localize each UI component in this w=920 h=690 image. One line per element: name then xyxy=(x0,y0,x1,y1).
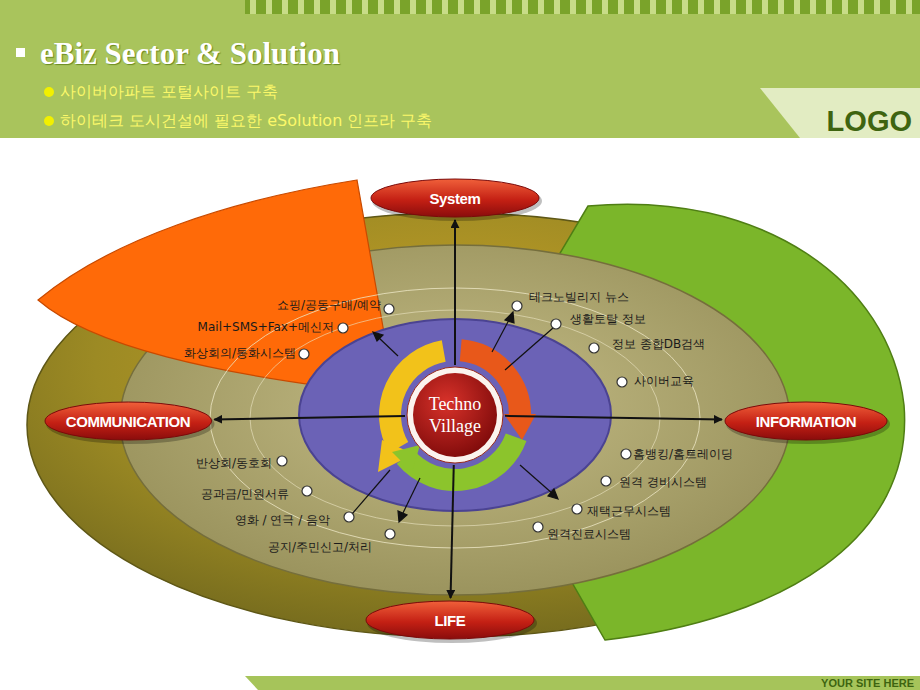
item-dot xyxy=(299,349,309,359)
node-label: INFORMATION xyxy=(756,413,856,430)
item-dot xyxy=(551,319,561,329)
title-bullet xyxy=(16,48,25,57)
axis-arrow xyxy=(451,465,454,598)
service-item: 홈뱅킹/홈트레이딩 xyxy=(633,446,733,463)
service-item: 반상회/동호회 xyxy=(196,455,272,472)
service-item: 생활토탈 정보 xyxy=(570,311,646,328)
header-stripe xyxy=(245,0,920,14)
footer-text: YOUR SITE HERE xyxy=(821,677,914,689)
service-item: 원격진료시스템 xyxy=(547,526,631,543)
leader-arrowhead xyxy=(398,511,407,522)
category-pill: COMMUNICATION xyxy=(44,401,213,441)
leader-arrowhead xyxy=(505,312,514,323)
leader-line xyxy=(378,337,398,356)
service-item: 쇼핑/공동구매/예약 xyxy=(277,297,381,314)
header-band xyxy=(0,0,920,138)
leader-line xyxy=(520,465,553,494)
axis-arrow xyxy=(454,220,456,365)
service-item: 원격 경비시스템 xyxy=(619,474,707,491)
node-label: LIFE xyxy=(435,612,466,629)
service-item: 정보 종합DB검색 xyxy=(612,336,705,353)
swirl-arrowhead xyxy=(392,445,420,472)
item-dot xyxy=(277,456,287,466)
leader-line xyxy=(402,478,420,515)
item-dot xyxy=(533,522,543,532)
center-ring xyxy=(407,367,503,463)
bullet-text: 하이테크 도시건설에 필요한 eSolution 인프라 구축 xyxy=(60,111,432,132)
item-dot xyxy=(385,529,395,539)
service-item: 공지/주민신고/처리 xyxy=(268,539,372,556)
item-dot xyxy=(344,512,354,522)
pill-shape xyxy=(366,601,534,639)
logo-panel xyxy=(760,88,920,138)
leader-arrowhead xyxy=(548,489,558,499)
service-item: Mail+SMS+Fax+메신저 xyxy=(198,319,334,336)
category-pill: LIFE xyxy=(365,600,535,640)
category-pill: System xyxy=(370,178,540,218)
axis-arrow xyxy=(214,416,405,420)
service-item: 재택근무시스템 xyxy=(587,503,671,520)
pill-shape xyxy=(371,179,539,217)
service-item: 영화 / 연극 / 음악 xyxy=(235,512,330,529)
item-dot xyxy=(601,476,611,486)
node-shape xyxy=(406,366,504,464)
node-label: Techno Village xyxy=(417,393,493,438)
logo-text: LOGO xyxy=(827,105,912,138)
item-dot xyxy=(384,304,394,314)
item-dot xyxy=(572,504,582,514)
axis-arrow xyxy=(505,416,722,420)
item-dot xyxy=(617,377,627,387)
pill-shape xyxy=(725,402,887,440)
item-dot xyxy=(621,449,631,459)
center-circle: Techno Village xyxy=(406,366,504,464)
service-item: 공과금/민원서류 xyxy=(201,486,289,503)
service-item: 테크노빌리지 뉴스 xyxy=(529,289,629,306)
item-dot xyxy=(338,323,348,333)
service-item: 화상회의/통화시스템 xyxy=(184,345,296,362)
leader-arrowhead xyxy=(373,332,383,341)
item-dot xyxy=(302,486,312,496)
bullet-dot xyxy=(44,87,54,97)
bullet-text: 사이버아파트 포털사이트 구축 xyxy=(60,82,278,103)
slide-title: eBiz Sector & Solution xyxy=(40,36,340,72)
item-dot xyxy=(512,301,522,311)
node-label: System xyxy=(430,190,481,207)
category-pill: INFORMATION xyxy=(724,401,888,441)
leader-line xyxy=(352,470,390,514)
leader-line xyxy=(492,318,510,352)
center-disk xyxy=(413,373,497,457)
footer-band xyxy=(245,676,920,690)
item-dot xyxy=(589,343,599,353)
leader-line xyxy=(505,328,553,370)
bullet-dot xyxy=(44,116,54,126)
node-label: COMMUNICATION xyxy=(66,413,191,430)
pill-shape xyxy=(45,402,212,440)
service-item: 사이버교육 xyxy=(634,373,694,390)
